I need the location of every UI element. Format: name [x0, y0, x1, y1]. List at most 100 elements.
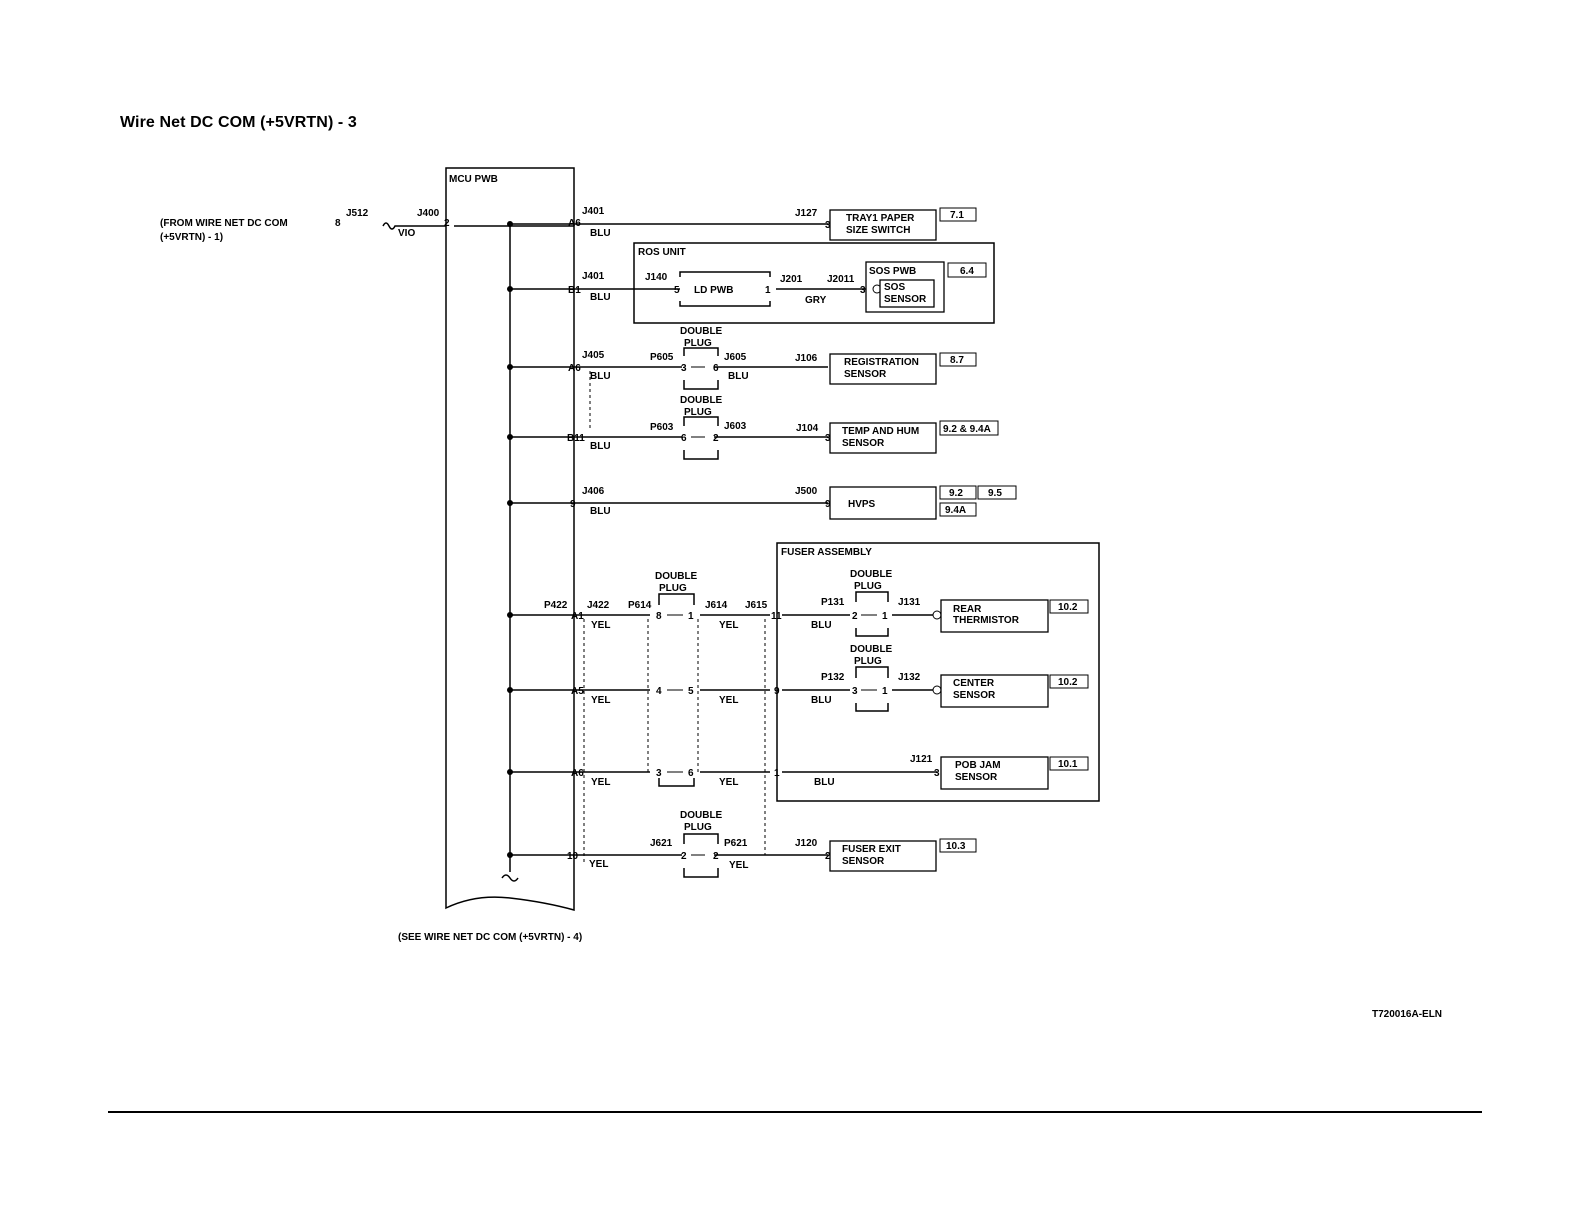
fuser-plug-l1: 8: [656, 611, 662, 622]
r4-color: BLU: [590, 441, 611, 452]
fa5-color-mid: YEL: [719, 695, 738, 706]
fa6-junction: [507, 769, 513, 775]
registration-line2: SENSOR: [844, 369, 887, 380]
rear-thermistor-box: [940, 599, 1049, 633]
r1-ref-box: [939, 207, 977, 222]
r3-dp-line2: PLUG: [684, 338, 712, 349]
j615-pin-1: 1: [774, 768, 780, 779]
r3-dest-jack: J106: [795, 353, 818, 364]
r9-dp-line2: PLUG: [684, 822, 712, 833]
r9-ref-box: [939, 838, 977, 853]
ros-ref-box: [947, 262, 987, 278]
fuser-assembly-box: [776, 542, 1100, 802]
r9-color-out: YEL: [729, 860, 748, 871]
fuser-double-plug: [658, 593, 695, 787]
j615-pin-9: 9: [774, 686, 780, 697]
r1-junction: [507, 221, 513, 227]
center-plug-a: 3: [852, 686, 858, 697]
rear-jack: J131: [898, 597, 921, 608]
pob-line1: POB JAM: [955, 760, 1001, 771]
pob-pin: 3: [934, 768, 940, 779]
r3-junction: [507, 364, 513, 370]
center-double-plug: [855, 666, 889, 712]
tray1-switch-line2: SIZE SWITCH: [846, 225, 910, 236]
r5-jack: J406: [582, 486, 605, 497]
ros-pin1: 1: [765, 285, 771, 296]
r4-dest-pin: 3: [825, 433, 831, 444]
pob-ref-box: [1049, 756, 1089, 771]
r3-jack: J405: [582, 350, 605, 361]
rear-line1: REAR: [953, 604, 982, 615]
r5-dest-pin: 9: [825, 499, 831, 510]
fuser-dp-line2: PLUG: [659, 583, 687, 594]
from-note-line2: (+5VRTN) - 1): [160, 232, 223, 243]
r9-dest-pin: 2: [825, 851, 831, 862]
sos-sensor-line2: SENSOR: [884, 294, 927, 305]
center-jack: J132: [898, 672, 921, 683]
ros-unit-label: ROS UNIT: [638, 247, 686, 258]
bus-break: [501, 874, 519, 882]
ros-junction: [507, 286, 513, 292]
pob-line2: SENSOR: [955, 772, 998, 783]
r3-plug: P605: [650, 352, 674, 363]
fa1-junction: [507, 612, 513, 618]
r5-ref3-box: [939, 502, 977, 517]
r4-double-plug: [683, 416, 719, 460]
ld-pwb-label: LD PWB: [694, 285, 733, 296]
sos-sensor-line1: SOS: [884, 282, 905, 293]
fa6-color-out: BLU: [814, 777, 835, 788]
rear-double-plug: [855, 591, 889, 637]
rear-ref-box: [1049, 599, 1089, 614]
rear-ref: 10.2: [1058, 602, 1078, 613]
rear-plug-a: 2: [852, 611, 858, 622]
sos-pwb-label: SOS PWB: [869, 266, 916, 277]
r5-color: BLU: [590, 506, 611, 517]
pob-jam-sensor-box: [940, 756, 1049, 790]
r4-dest-jack: J104: [796, 423, 819, 434]
j400-label: J400: [417, 208, 440, 219]
mcu-pwb-label: MCU PWB: [449, 174, 498, 185]
r1-color: BLU: [590, 228, 611, 239]
fuser-j615: J615: [745, 600, 768, 611]
r4-dp-line1: DOUBLE: [680, 395, 723, 406]
r9-pin: 10: [567, 851, 579, 862]
center-terminal: [932, 685, 942, 695]
input-wire: [382, 222, 446, 230]
rear-dp-line2: PLUG: [854, 581, 882, 592]
r3-plug-out: 6: [713, 363, 719, 374]
mcu-pwb-box: [445, 167, 575, 911]
document-id: T720016A-ELN: [1372, 1009, 1443, 1020]
r9-plug-a: 2: [681, 851, 687, 862]
fuser-exit-line1: FUSER EXIT: [842, 844, 901, 855]
center-ref-box: [1049, 674, 1089, 689]
r5-ref2-box: [977, 485, 1017, 500]
r4-junction: [507, 434, 513, 440]
r9-ref: 10.3: [946, 841, 966, 852]
fuser-plug-r3: 6: [688, 768, 694, 779]
rear-plug: P131: [821, 597, 845, 608]
fa1-color-out: BLU: [811, 620, 832, 631]
tray1-switch-line1: TRAY1 PAPER: [846, 213, 915, 224]
r3-color-in: BLU: [590, 371, 611, 382]
fuser-dp-line1: DOUBLE: [655, 571, 698, 582]
center-sensor-box: [940, 674, 1049, 708]
r5-ref1: 9.2: [949, 488, 963, 499]
input-pin-label: 8: [335, 218, 341, 229]
j512-label: J512: [346, 208, 369, 219]
fuser-p422: P422: [544, 600, 568, 611]
r4-ref: 9.2 & 9.4A: [943, 424, 991, 435]
temp-hum-line2: SENSOR: [842, 438, 885, 449]
r4-plug: P603: [650, 422, 674, 433]
r9-double-plug: [683, 833, 719, 878]
rear-dp-line1: DOUBLE: [850, 569, 893, 580]
ros-pin: B1: [568, 285, 581, 296]
page-title: Wire Net DC COM (+5VRTN) - 3: [120, 114, 357, 131]
fa1-color-mid: YEL: [719, 620, 738, 631]
fuser-plug-l3: 3: [656, 768, 662, 779]
fuser-plug-r1: 1: [688, 611, 694, 622]
rear-plug-b: 1: [882, 611, 888, 622]
ros-pin3: 3: [860, 285, 866, 296]
rear-line2: THERMISTOR: [953, 615, 1020, 626]
center-plug: P132: [821, 672, 845, 683]
